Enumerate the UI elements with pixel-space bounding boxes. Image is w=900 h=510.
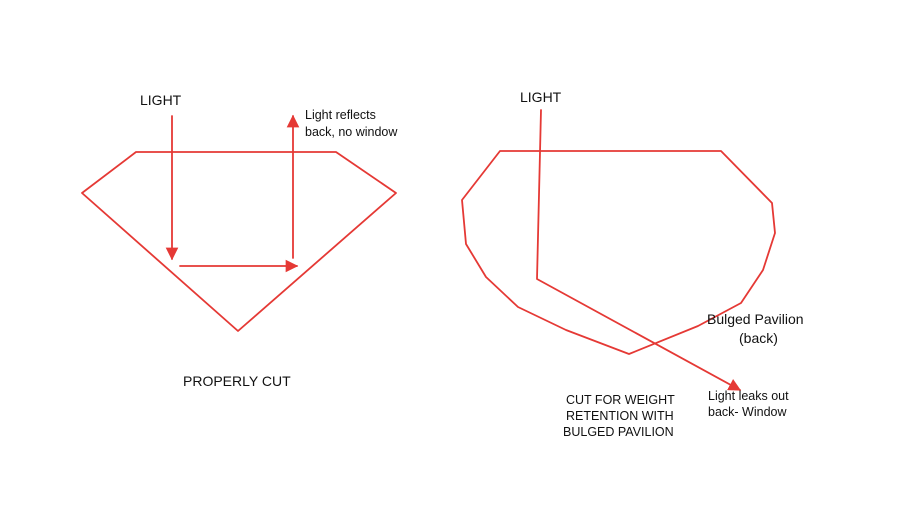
leak-label-line-2: back- Window (708, 405, 787, 419)
bulged-caption-line-1: CUT FOR WEIGHT (566, 393, 675, 407)
bulged-pavilion-label-line-2: (back) (739, 330, 778, 346)
reflect-label-line-2: back, no window (305, 125, 398, 139)
leaking-light-path (536, 109, 742, 391)
properly-cut-diagram: LIGHT Light reflects back, no window PRO… (81, 92, 398, 389)
bulged-pavilion-diagram: LIGHT Bulged Pavilion (back) Light leaks… (461, 89, 804, 439)
bulged-caption-line-2: RETENTION WITH (566, 409, 674, 423)
reflect-label-line-1: Light reflects (305, 108, 376, 122)
properly-cut-caption: PROPERLY CUT (183, 373, 291, 389)
bulged-caption-line-3: BULGED PAVILION (563, 425, 674, 439)
light-label-left: LIGHT (140, 92, 182, 108)
properly-cut-gem-outline (81, 151, 397, 332)
bulged-pavilion-label-line-1: Bulged Pavilion (707, 311, 804, 327)
light-label-right: LIGHT (520, 89, 562, 105)
bulged-pavilion-gem-outline (461, 150, 776, 355)
leak-label-line-1: Light leaks out (708, 389, 789, 403)
